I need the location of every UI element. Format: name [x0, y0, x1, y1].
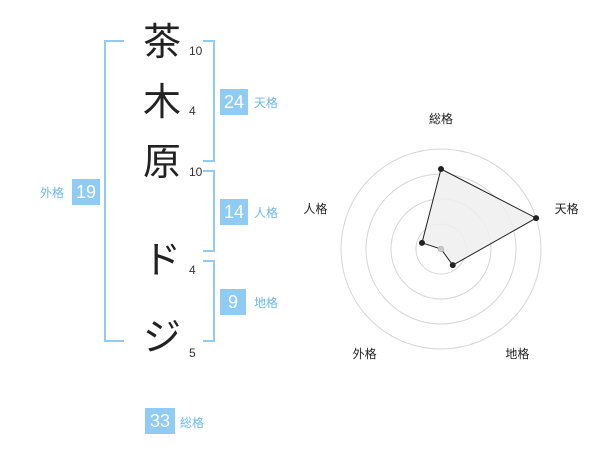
jinkaku-bracket	[203, 170, 215, 252]
radar-axis-label-0: 総格	[429, 111, 453, 126]
radar-ring-4	[340, 148, 542, 350]
soukaku-label: 総格	[180, 416, 205, 430]
gaikaku-label: 外格	[40, 186, 65, 200]
radar-point-1	[533, 215, 540, 222]
gaikaku-value: 19	[72, 179, 100, 205]
chikaku-label: 地格	[254, 296, 279, 310]
name-char-5: ジ	[142, 315, 181, 359]
name-char-1: 茶	[142, 20, 181, 64]
jinkaku-label: 人格	[254, 206, 279, 220]
radar-center-dot	[438, 246, 444, 252]
tenkaku-label: 天格	[254, 96, 279, 110]
stroke-count-5: 5	[189, 346, 196, 360]
name-char-3: 原	[142, 140, 181, 184]
stroke-count-4: 4	[189, 263, 196, 277]
jinkaku-value: 14	[220, 199, 248, 225]
tenkaku-bracket	[203, 40, 215, 162]
radar-point-0	[438, 166, 444, 172]
tenkaku-value: 24	[220, 89, 248, 115]
radar-axis-label-1: 天格	[555, 201, 579, 216]
radar-data-polygon	[421, 168, 538, 266]
name-char-4: ド	[142, 238, 181, 282]
radar-point-2	[449, 262, 456, 269]
radar-point-4	[418, 239, 425, 246]
radar-axis-label-2: 地格	[505, 346, 529, 361]
gaikaku-bracket	[104, 40, 124, 342]
radar-axis-label-3: 外格	[353, 346, 377, 361]
chikaku-value: 9	[220, 289, 246, 315]
stroke-count-3: 10	[189, 165, 203, 179]
soukaku-value: 33	[145, 408, 175, 434]
stroke-count-1: 10	[189, 44, 203, 58]
name-char-2: 木	[142, 80, 181, 124]
stroke-count-2: 4	[189, 104, 196, 118]
chikaku-bracket	[203, 260, 215, 342]
radar-axis-label-4: 人格	[303, 201, 327, 216]
